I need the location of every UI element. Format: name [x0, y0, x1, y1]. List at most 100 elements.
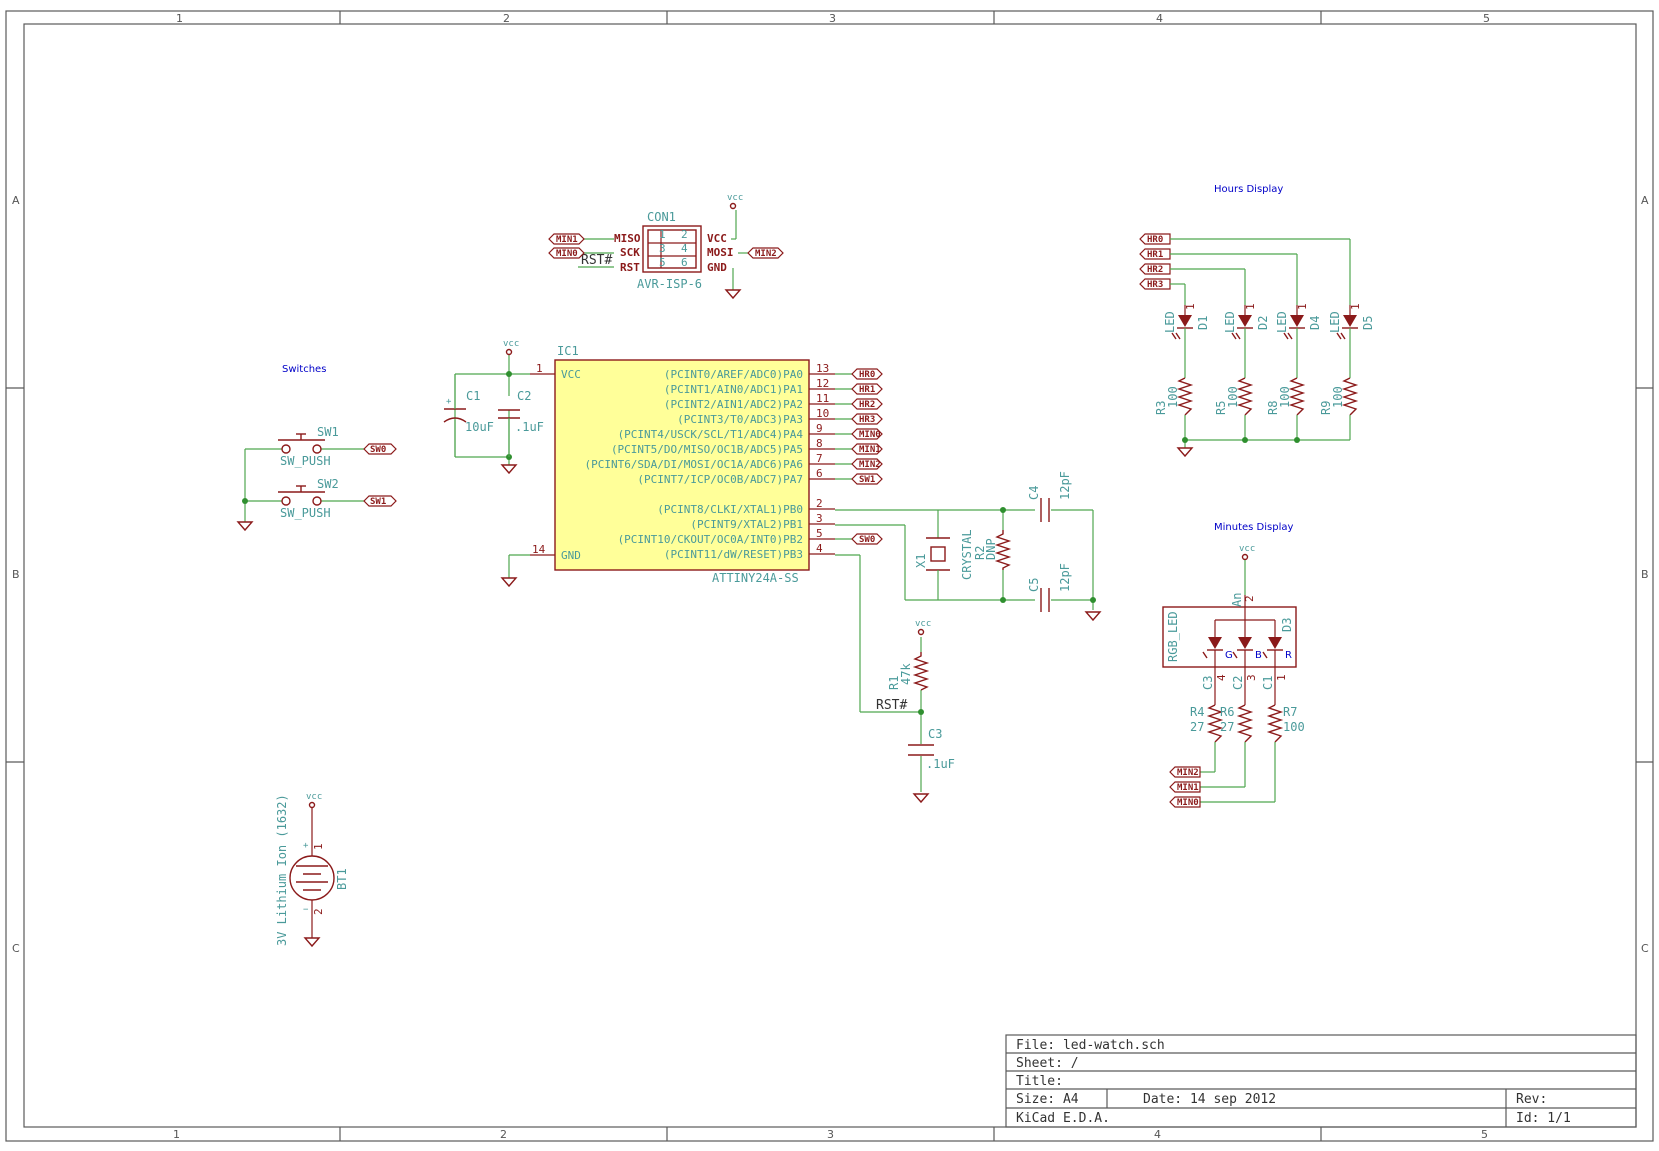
rgb-net-label: MIN0	[1169, 796, 1201, 808]
minutes-title: Minutes Display	[1214, 522, 1293, 533]
x1-value: CRYSTAL	[960, 529, 974, 580]
label-isp-min1: MIN1	[548, 233, 585, 245]
ic-pin-name: (PCINT5/DO/MISO/OC1B/ADC5)PA5	[611, 443, 803, 456]
res-value: 100	[1331, 386, 1345, 408]
r1-value: 47k	[899, 663, 913, 685]
x1-ref: X1	[914, 554, 928, 568]
svg-text:vcc: vcc	[306, 792, 322, 802]
cap-c5[interactable]: C5 12pF	[1027, 563, 1072, 612]
ic-pin-number: 8	[816, 437, 823, 450]
hours-led-group: 1D1LEDR31001D2LEDR51001D4LEDR81001D5LEDR…	[1154, 303, 1375, 440]
battery-vcc-symbol: vcc	[306, 792, 322, 809]
ic1-ref: IC1	[557, 344, 579, 358]
ic-vcc-label: vcc	[503, 339, 519, 349]
battery-bt1[interactable]: + − 1 2 BT1 3V Lithium Ion (1632)	[275, 794, 349, 946]
ic-pin-number: 3	[816, 512, 823, 525]
cap-c3[interactable]: C3 .1uF	[908, 727, 955, 771]
rgb-net-label: MIN2	[1169, 766, 1201, 778]
label-isp-min0: MIN0	[548, 247, 585, 259]
c5-ref: C5	[1027, 578, 1041, 592]
title-file: File: led-watch.sch	[1016, 1038, 1165, 1053]
sheet-frame: 1 2 3 4 5 1 2 3 4 5 A B C A B C	[5, 10, 1654, 1142]
svg-text:+: +	[303, 841, 309, 851]
ic-net-label: SW0	[851, 533, 883, 545]
con1-name-vcc: VCC	[707, 232, 727, 245]
led-ref: D1	[1196, 316, 1210, 330]
res-ref: R5	[1214, 401, 1228, 415]
cap-c1[interactable]: + C1 10uF	[443, 389, 494, 457]
ic-pin-name: (PCINT10/CKOUT/OC0A/INT0)PB2	[618, 533, 803, 546]
rgb-vcc-symbol: vcc	[1239, 544, 1255, 561]
hours-gnd-symbol	[1176, 447, 1194, 458]
bt1-pin1: 1	[312, 843, 325, 850]
ic-pin-name: (PCINT9/XTAL2)PB1	[690, 518, 803, 531]
row-label-right-a: A	[1641, 194, 1649, 207]
r2-value: DNP	[984, 538, 998, 560]
ic1-gnd-name: GND	[561, 549, 581, 562]
attiny-ic[interactable]: IC1 ATTINY24A-SS VCC GND 1 14	[530, 344, 810, 585]
switch-sw2[interactable]: SW2 SW_PUSH	[278, 477, 339, 520]
col-label-bottom-3: 3	[827, 1128, 834, 1141]
col-label-bottom-1: 1	[173, 1128, 180, 1141]
d3-an: An	[1230, 593, 1244, 607]
rgb-color: G	[1225, 650, 1233, 661]
svg-text:HR0: HR0	[1147, 235, 1163, 245]
rgb-res-value: 27	[1220, 720, 1234, 734]
sw2-ref: SW2	[317, 477, 339, 491]
con1-value: AVR-ISP-6	[637, 277, 702, 291]
c3-gnd-symbol	[912, 793, 930, 804]
col-label-top-4: 4	[1156, 12, 1163, 25]
row-label-right-b: B	[1641, 568, 1649, 581]
bt1-pin2: 2	[312, 908, 325, 915]
cap-c2[interactable]: C2 .1uF	[498, 389, 544, 457]
ic-pin-number: 11	[816, 392, 829, 405]
ic-pin-number: 2	[816, 497, 823, 510]
rgb-net-label: MIN1	[1169, 781, 1201, 793]
con1-pin3: 3	[659, 242, 666, 255]
ic-pin-number: 6	[816, 467, 823, 480]
led-pin: 1	[1184, 303, 1197, 310]
svg-text:HR2: HR2	[1147, 265, 1163, 275]
rgb-cathode-pin: 4	[1215, 674, 1228, 681]
switch-sw1[interactable]: SW1 SW_PUSH	[278, 425, 339, 468]
crystal-x1[interactable]: X1 CRYSTAL	[914, 529, 974, 580]
c4-ref: C4	[1027, 486, 1041, 500]
ic-net-label: MIN2	[851, 458, 883, 470]
ic-pin-number: 4	[816, 542, 823, 555]
ic-net-label: SW1	[851, 473, 883, 485]
ic-pin-name: (PCINT4/USCK/SCL/T1/ADC4)PA4	[618, 428, 804, 441]
ic1-vcc-pin: 1	[536, 362, 543, 375]
hours-net-label: HR1	[1139, 248, 1171, 260]
con1-name-gnd: GND	[707, 261, 727, 274]
led-value: LED	[1275, 311, 1289, 333]
ic-pin-name: (PCINT8/CLKI/XTAL1)PB0	[657, 503, 803, 516]
con1-pin4: 4	[681, 242, 688, 255]
con1-pin1: 1	[659, 228, 666, 241]
switches-title: Switches	[282, 364, 326, 375]
ic-net-label: HR2	[851, 398, 883, 410]
rgb-res-ref: R6	[1220, 705, 1234, 719]
cap-c4[interactable]: C4 12pF	[1027, 471, 1072, 522]
svg-text:HR1: HR1	[1147, 250, 1163, 260]
row-label-right-c: C	[1641, 942, 1649, 955]
svg-text:MIN1: MIN1	[556, 235, 578, 245]
isp-connector[interactable]: CON1 AVR-ISP-6 1 2 3 4 5 6 MISO SCK RST …	[614, 210, 734, 291]
rgb-color: R	[1285, 650, 1292, 661]
row-label-left-b: B	[12, 568, 20, 581]
d3-ref: D3	[1280, 618, 1294, 632]
svg-text:SW0: SW0	[859, 535, 875, 545]
sw1-ref: SW1	[317, 425, 339, 439]
rgb-led-d3[interactable]: D3 RGB_LED An 2	[1162, 593, 1297, 668]
title-title: Title:	[1016, 1074, 1063, 1089]
resistor-r2[interactable]: R2 DNP	[973, 530, 1012, 570]
resistor-r1[interactable]: R1 47k	[887, 652, 930, 691]
hours-net-label: HR0	[1139, 233, 1171, 245]
